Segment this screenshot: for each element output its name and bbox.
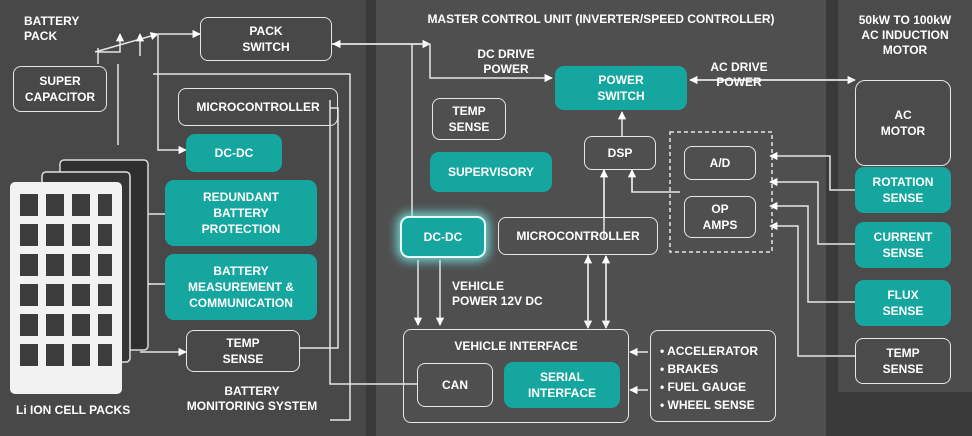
- redundant-protection-block: REDUNDANT BATTERY PROTECTION: [165, 180, 317, 246]
- op-amps-block: OP AMPS: [684, 196, 756, 238]
- power-switch-block: POWER SWITCH: [555, 66, 687, 110]
- flux-sense-block: FLUX SENSE: [855, 280, 951, 326]
- motor-heading: 50kW TO 100kW AC INDUCTION MOTOR: [858, 13, 952, 57]
- bms-dcdc-block: DC-DC: [186, 134, 282, 172]
- serial-interface-block: SERIAL INTERFACE: [504, 362, 620, 408]
- vehicle-interface-block: VEHICLE INTERFACE: [403, 329, 629, 423]
- master-control-heading: MASTER CONTROL UNIT (INVERTER/SPEED CONT…: [427, 12, 775, 26]
- cell-packs-heading: Li ION CELL PACKS: [16, 403, 131, 417]
- rotation-sense-block: ROTATION SENSE: [855, 167, 951, 213]
- mcu-dcdc-block: DC-DC: [400, 216, 486, 258]
- motor-temp-sense-block: TEMP SENSE: [855, 338, 951, 384]
- supervisory-block: SUPERVISORY: [430, 152, 552, 192]
- bms-heading: BATTERY MONITORING SYSTEM: [186, 384, 318, 413]
- ac-drive-power-label: AC DRIVE POWER: [710, 60, 768, 89]
- vehicle-input-item: ACCELERATOR: [660, 342, 758, 360]
- mcu-temp-sense-block: TEMP SENSE: [432, 98, 506, 140]
- can-block: CAN: [417, 363, 493, 407]
- dsp-block: DSP: [584, 136, 656, 170]
- bms-microcontroller-block: MICROCONTROLLER: [178, 88, 338, 126]
- bms-temp-sense-block: TEMP SENSE: [186, 330, 300, 372]
- current-sense-block: CURRENT SENSE: [855, 222, 951, 268]
- mcu-microcontroller-block: MICROCONTROLLER: [498, 217, 658, 255]
- li-ion-cell-packs: [10, 159, 149, 394]
- ac-motor-block: AC MOTOR: [855, 80, 951, 166]
- pack-switch-block: PACK SWITCH: [200, 17, 332, 61]
- super-capacitor-block: SUPER CAPACITOR: [13, 66, 107, 112]
- vehicle-input-item: FUEL GAUGE: [660, 378, 758, 396]
- measurement-block: BATTERY MEASUREMENT & COMMUNICATION: [165, 254, 317, 320]
- vehicle-interface-title: VEHICLE INTERFACE: [454, 339, 578, 353]
- vehicle-inputs-list: ACCELERATOR BRAKES FUEL GAUGE WHEEL SENS…: [660, 342, 758, 414]
- vehicle-inputs-box: [650, 330, 776, 422]
- vehicle-input-item: BRAKES: [660, 360, 758, 378]
- dc-drive-power-label: DC DRIVE POWER: [477, 47, 535, 76]
- vehicle-power-label: VEHICLE POWER 12V DC: [452, 279, 543, 308]
- ad-block: A/D: [684, 146, 756, 180]
- vehicle-input-item: WHEEL SENSE: [660, 396, 758, 414]
- battery-pack-heading: BATTERY PACK: [24, 14, 80, 43]
